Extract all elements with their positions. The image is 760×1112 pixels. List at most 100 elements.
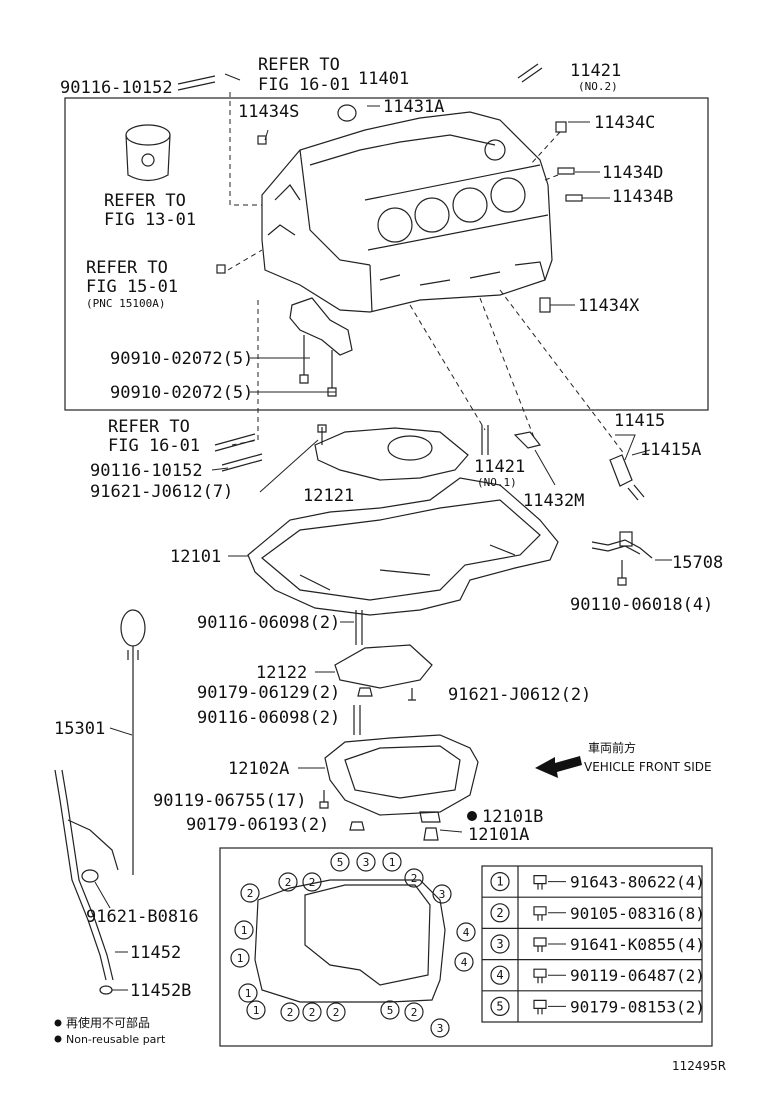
- bolt-90910-b: [327, 350, 337, 397]
- label-front-en: VEHICLE FRONT SIDE: [584, 760, 712, 774]
- bolt-number: 4: [496, 968, 503, 982]
- oil-pan-upper-12101: [247, 477, 559, 616]
- stud-90116-06098-b: [353, 705, 361, 735]
- label-refer-fig13-1: REFER TO: [104, 191, 186, 211]
- legend-bullet-1: [54, 1019, 62, 1027]
- baffle-12122: [334, 644, 433, 689]
- bolt-number: 2: [496, 906, 503, 920]
- label-refer-fig16-mid-1: REFER TO: [108, 417, 190, 437]
- label-refer-fig15-1: REFER TO: [86, 258, 168, 278]
- bolt-icon: [533, 906, 547, 921]
- sensor-11415: [609, 454, 633, 487]
- label-90116-06098-a: 90116-06098(2): [197, 613, 340, 633]
- cylinder-block-drawing: [261, 111, 553, 313]
- oil-pan-lower-12102A: [324, 734, 479, 816]
- label-91621-B0816: 91621-B0816: [86, 907, 199, 927]
- bolt-number: 1: [496, 875, 503, 889]
- label-91621-J0612-7: 91621-J0612(7): [90, 482, 233, 502]
- label-90116-10152-mid: 90116-10152: [90, 461, 203, 481]
- label-12101B: 12101B: [482, 807, 543, 827]
- nut-90179-06193: [349, 821, 365, 831]
- piston-drawing: [125, 124, 171, 182]
- dipstick-guide-11452: [54, 769, 119, 981]
- bolt-position-circle: [432, 884, 452, 904]
- bolt-position-circle: [456, 922, 476, 942]
- pin-11434X: [539, 297, 551, 313]
- bolt-position-label: 3: [363, 856, 370, 869]
- label-15708: 15708: [672, 553, 723, 573]
- label-front-cjk: 車両前方: [588, 740, 636, 755]
- label-11401: 11401: [358, 69, 409, 89]
- bolt-91621-J0612-2: [408, 688, 416, 701]
- bolt-position-circle: [302, 872, 322, 892]
- label-11452B: 11452B: [130, 981, 191, 1001]
- stud-11421-no2: [517, 63, 543, 83]
- dipstick-15301: [120, 609, 146, 875]
- label-90116-06098-b: 90116-06098(2): [197, 708, 340, 728]
- sensor-11432M: [513, 431, 542, 449]
- bolt-icon: [533, 937, 547, 952]
- bolt-position-label: 5: [387, 1004, 394, 1017]
- bolt-number-circle: [490, 871, 510, 892]
- label-legend-cjk: 再使用不可部品: [66, 1015, 150, 1030]
- pin-11434B: [565, 194, 583, 202]
- bolt-position-circle: [280, 1002, 300, 1022]
- label-11434B: 11434B: [612, 187, 673, 207]
- gasket-12101B-marker: [467, 811, 477, 821]
- label-12101A: 12101A: [468, 825, 529, 845]
- label-11434C: 11434C: [594, 113, 655, 133]
- plug-12101A: [423, 827, 439, 841]
- stud-11421-no1: [481, 425, 489, 455]
- bolt-table-frame: [481, 865, 703, 1023]
- bolt-position-label: 4: [463, 926, 470, 939]
- bolt-position-label: 3: [439, 888, 446, 901]
- bolt-position-label: 1: [245, 987, 252, 1000]
- bolt-position-label: 1: [237, 952, 244, 965]
- label-90910-b: 90910-02072(5): [110, 383, 253, 403]
- bolt-icon: [533, 999, 547, 1015]
- label-90110-06018: 90110-06018(4): [570, 595, 713, 615]
- block-group-frame: [64, 97, 709, 411]
- label-90910-a: 90910-02072(5): [110, 349, 253, 369]
- bolt-11415A: [627, 484, 645, 501]
- bolt-part-number: 90179-08153(2): [570, 997, 705, 1016]
- bolt-position-circle: [454, 952, 474, 972]
- bolt-position-circle: [246, 1000, 266, 1020]
- label-figure-id: 112495R: [672, 1059, 726, 1073]
- nut-90179-06129: [357, 687, 373, 697]
- bolt-position-circle: [240, 883, 260, 903]
- pin-fig15: [216, 264, 226, 274]
- label-12122: 12122: [256, 663, 307, 683]
- bolt-90910-a: [299, 335, 309, 384]
- bolt-90110: [617, 560, 627, 586]
- bolt-90119-06755: [319, 790, 329, 809]
- pin-11434D: [557, 167, 575, 175]
- pin-11434C: [555, 121, 567, 133]
- gasket-12101B: [419, 811, 441, 823]
- bolt-position-label: 2: [287, 1006, 294, 1019]
- bearing-cap-drawing: [289, 297, 353, 356]
- label-refer-fig15-2: FIG 15-01: [86, 277, 178, 297]
- bolt-position-label: 5: [337, 856, 344, 869]
- bolt-position-label: 2: [285, 876, 292, 889]
- label-legend-en: Non-reusable part: [66, 1033, 166, 1046]
- label-12101: 12101: [170, 547, 221, 567]
- oring-11452B: [99, 985, 113, 995]
- bolt-position-label: 2: [411, 872, 418, 885]
- label-90179-06193: 90179-06193(2): [186, 815, 329, 835]
- bolt-layout-frame: [219, 847, 713, 1047]
- bolt-position-circle: [404, 868, 424, 888]
- label-11434S: 11434S: [238, 102, 299, 122]
- bolt-position-label: 4: [461, 956, 468, 969]
- bolt-icon: [533, 875, 547, 890]
- bolt-position-label: 1: [253, 1004, 260, 1017]
- label-11434D: 11434D: [602, 163, 663, 183]
- bolt-position-circle: [330, 852, 350, 872]
- stud-top-left: [177, 75, 216, 91]
- bolt-position-label: 2: [309, 876, 316, 889]
- bolt-number-circle: [490, 965, 510, 985]
- label-11415: 11415: [614, 411, 665, 431]
